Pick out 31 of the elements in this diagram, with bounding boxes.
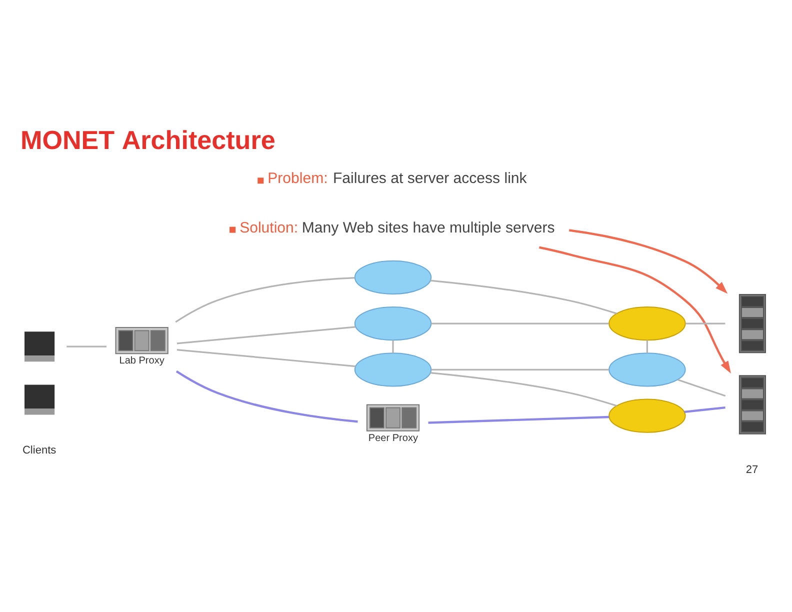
connector [430, 371, 617, 406]
connector [66, 345, 107, 347]
label: Clients [22, 444, 56, 456]
connector [685, 322, 726, 324]
node-cloud [608, 306, 686, 340]
node-box [230, 226, 236, 232]
node-cloud [608, 352, 686, 386]
label: 27 [746, 463, 758, 476]
connector [431, 322, 609, 324]
node-label: Solution: Many Web sites have multiple servers [240, 218, 555, 236]
node-label: Peer Proxy [368, 432, 418, 444]
connector [684, 406, 726, 413]
connector [176, 326, 356, 344]
node-cloud [354, 306, 432, 340]
connector [176, 370, 358, 422]
connector [392, 340, 394, 353]
diagram-title: MONET Architecture [20, 124, 276, 154]
connector [431, 368, 609, 370]
label: Problem: Failures at server access link [268, 170, 527, 187]
node-cloud [608, 398, 686, 432]
connector [428, 415, 610, 424]
connector [176, 348, 356, 367]
arrow [538, 246, 731, 373]
node-label: Lab Proxy [119, 355, 164, 366]
connector [175, 276, 355, 322]
node-cloud [354, 352, 432, 386]
connector [678, 378, 726, 396]
connector [430, 279, 617, 314]
connector [646, 340, 648, 353]
arrow [568, 228, 728, 294]
node-cloud [354, 260, 432, 294]
